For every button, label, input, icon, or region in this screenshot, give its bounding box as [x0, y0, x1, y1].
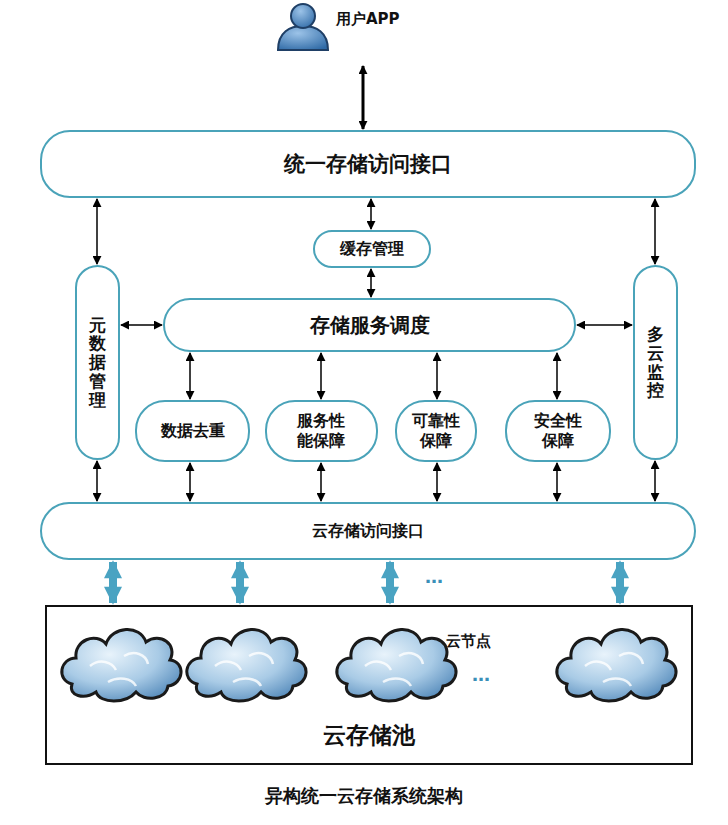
connector-arrow	[370, 199, 372, 229]
process-box: 存储服务调度	[163, 298, 576, 352]
cloud-node	[62, 629, 181, 701]
connector-arrow	[96, 199, 98, 264]
connector-arrow	[189, 463, 191, 501]
node-text: 多云监控	[647, 325, 664, 400]
cloud-node	[557, 629, 676, 701]
connector-arrow	[654, 461, 656, 501]
cloud-node	[187, 629, 306, 701]
storage-link	[236, 562, 244, 603]
storage-link	[386, 562, 394, 603]
node-text: 云存储访问接口	[312, 521, 424, 542]
connector-arrow	[320, 353, 322, 399]
process-box: 安全性保障	[505, 400, 611, 462]
process-box: 缓存管理	[313, 230, 431, 268]
process-box: 数据去重	[135, 400, 250, 462]
storage-link	[616, 562, 624, 603]
node-text: 云存储池	[323, 720, 415, 751]
connector-arrow	[556, 463, 558, 501]
node-text: 元数据管理	[89, 316, 106, 409]
connector-arrow	[556, 353, 558, 399]
process-box: 可靠性保障	[395, 400, 477, 462]
connector-arrow	[96, 461, 98, 501]
process-box: 服务性能保障	[265, 400, 378, 462]
connector-arrow	[189, 353, 191, 399]
connector-arrow	[577, 324, 632, 326]
ellipsis-mark: …	[472, 664, 490, 685]
node-text: 数据去重	[161, 421, 225, 442]
storage-pool: 云存储池	[45, 605, 693, 765]
node-text: 可靠性保障	[410, 411, 463, 451]
node-text: 存储服务调度	[310, 312, 430, 339]
cloud-node-label: 云节点	[446, 632, 491, 651]
connector-arrow	[436, 353, 438, 399]
node-text: 统一存储访问接口	[284, 150, 452, 178]
node-text: 用户APP	[336, 10, 400, 29]
figure-caption: 异构统一云存储系统架构	[0, 784, 728, 808]
connector-arrow	[121, 324, 162, 326]
node-text: 缓存管理	[340, 239, 404, 260]
user-icon	[278, 4, 328, 50]
cloud-node	[337, 629, 456, 701]
node-text: 服务性能保障	[295, 411, 348, 451]
storage-link	[109, 562, 117, 603]
ellipsis-mark: …	[425, 566, 443, 587]
node-text: 安全性保障	[532, 411, 585, 451]
interface-band: 统一存储访问接口	[40, 130, 696, 198]
vertical-box: 元数据管理	[75, 265, 120, 460]
connector-arrow	[654, 199, 656, 264]
interface-band: 云存储访问接口	[40, 502, 696, 560]
connector-arrow	[362, 66, 365, 129]
vertical-box: 多云监控	[633, 265, 678, 460]
connector-arrow	[436, 463, 438, 501]
connector-arrow	[320, 463, 322, 501]
user-node: 用户APP	[272, 2, 422, 54]
connector-arrow	[370, 269, 372, 297]
